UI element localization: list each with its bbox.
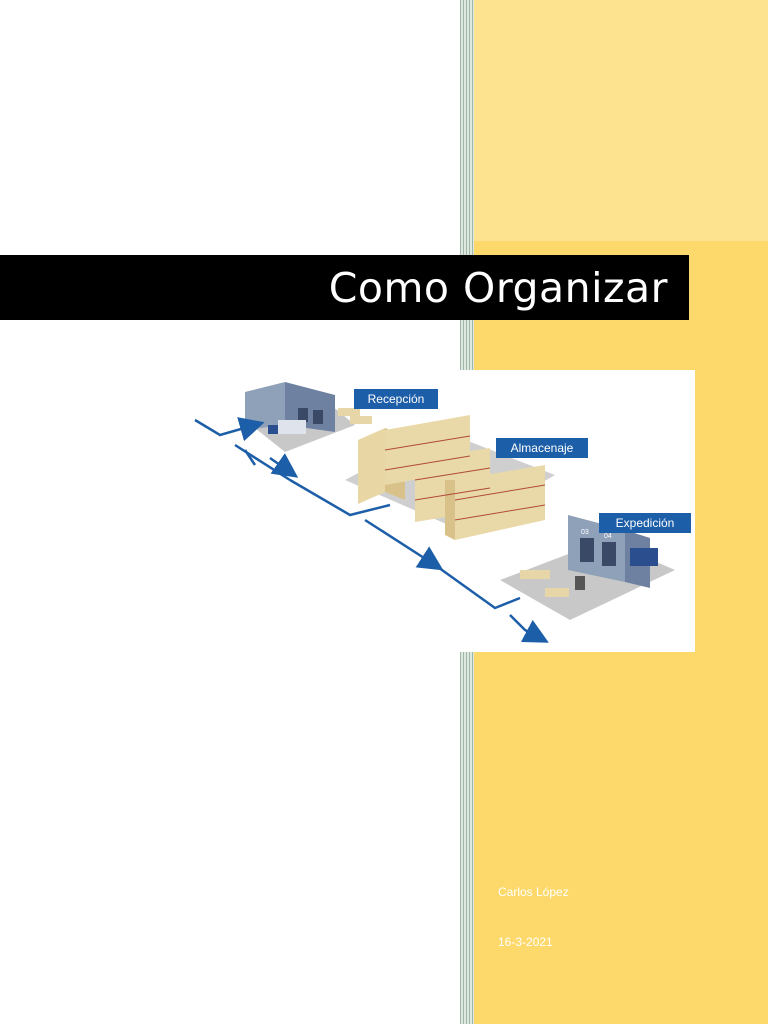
dispatch-door: [602, 542, 616, 566]
document-title: Como Organizar: [328, 263, 668, 312]
sidebar-panel-top: [474, 0, 768, 241]
flow-line: [194, 417, 549, 643]
warehouse-flow-illustration: 03 04 Recepción Almacenaje Expedición: [190, 370, 695, 652]
stage-label-expedicion: Expedición: [599, 513, 691, 533]
reception-door: [298, 408, 308, 422]
truck-icon: [630, 548, 658, 566]
storage-racks: [358, 415, 546, 540]
truck-cab: [268, 425, 278, 434]
author-name: Carlos López: [498, 885, 569, 899]
title-banner: Como Organizar: [0, 255, 689, 320]
dispatch-door: [580, 538, 594, 562]
stage-label-almacenaje: Almacenaje: [496, 438, 588, 458]
dock-label: 03: [581, 529, 589, 536]
pallet: [520, 570, 550, 579]
dock-label: 04: [604, 533, 612, 540]
pallet: [338, 408, 360, 416]
warehouse-flow-graphic: 03 04: [194, 382, 675, 643]
reception-door: [313, 410, 323, 424]
stage-label-recepcion: Recepción: [354, 389, 438, 409]
forklift-icon: [575, 576, 585, 590]
truck-icon: [278, 420, 306, 434]
pallet: [350, 416, 372, 424]
document-date: 16-3-2021: [498, 935, 553, 949]
pallet: [545, 588, 569, 597]
